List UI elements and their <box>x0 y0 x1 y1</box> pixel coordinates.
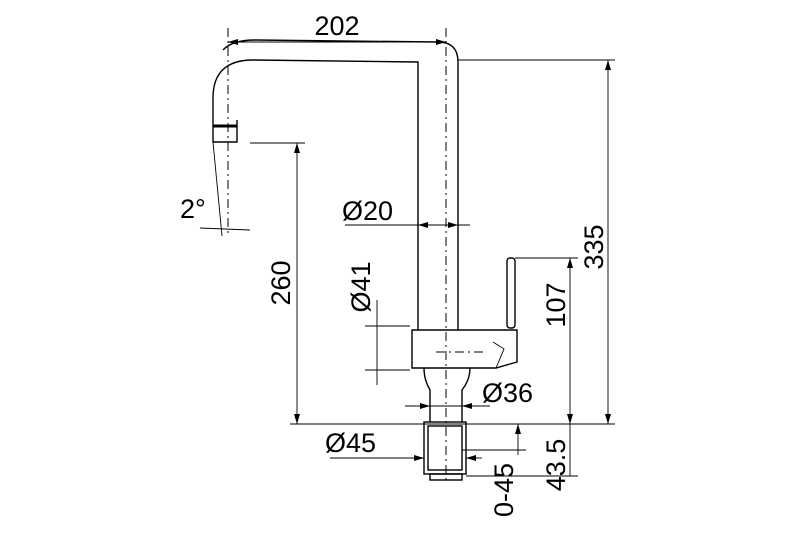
dim-countertop-thickness: 0-45 <box>489 463 519 517</box>
dim-spout-diameter: Ø20 <box>342 196 393 226</box>
dim-spout-angle: 2° <box>180 194 206 224</box>
dim-shank-diameter: Ø36 <box>482 378 533 408</box>
dim-lever-height: 107 <box>541 282 571 327</box>
dim-base-height: 43.5 <box>541 439 571 492</box>
dim-total-height: 335 <box>579 224 609 269</box>
dimension-lines <box>199 39 615 477</box>
faucet-outline <box>212 39 518 481</box>
dim-base-diameter: Ø45 <box>325 428 376 458</box>
dim-outlet-height: 260 <box>266 260 296 305</box>
dim-body-diameter: Ø41 <box>346 261 376 312</box>
center-lines <box>227 28 486 480</box>
dim-top-width: 202 <box>314 11 359 41</box>
